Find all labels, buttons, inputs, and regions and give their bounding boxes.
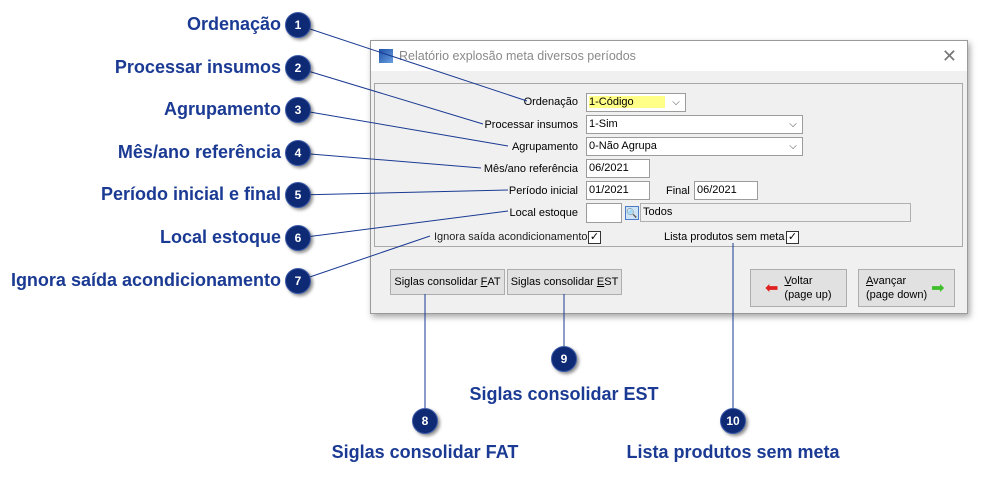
- callout-badge-9: 9: [551, 346, 577, 372]
- dialog-window: Relatório explosão meta diversos período…: [370, 40, 968, 314]
- final-label: Final: [666, 185, 690, 197]
- periodo-final-input[interactable]: 06/2021: [694, 181, 758, 200]
- chevron-down-icon[interactable]: ⌵: [784, 116, 802, 133]
- app-icon: [379, 49, 393, 63]
- avancar-button[interactable]: Avançar (page down) ➡: [858, 269, 955, 307]
- ordenacao-label: Ordenação: [523, 96, 578, 108]
- callout-badge-4: 4: [285, 140, 311, 166]
- local-estoque-input[interactable]: [586, 203, 622, 223]
- ignora-checkbox[interactable]: ✓: [588, 231, 601, 244]
- voltar-accel: V: [784, 275, 792, 287]
- callout-badge-5: 5: [285, 182, 311, 208]
- fat-label: Siglas consolidar: [394, 276, 481, 288]
- voltar-button[interactable]: ⬅ Voltar (page up): [750, 269, 847, 307]
- fat-label-end: AT: [487, 276, 501, 288]
- est-accel: E: [596, 276, 605, 288]
- voltar-sub: (page up): [784, 289, 832, 301]
- callout-badge-7: 7: [285, 268, 311, 294]
- callout-label-processar: Processar insumos: [114, 57, 281, 77]
- est-label-end: ST: [604, 276, 619, 288]
- callout-badge-1: 1: [285, 12, 311, 38]
- callout-label-local: Local estoque: [159, 227, 281, 247]
- agrupamento-label: Agrupamento: [511, 141, 578, 153]
- avancar-sub: (page down): [866, 289, 928, 301]
- title-bar: Relatório explosão meta diversos período…: [371, 41, 967, 71]
- callout-badge-10: 10: [720, 408, 746, 434]
- ordenacao-select[interactable]: 1-Código ⌵: [586, 93, 686, 112]
- callout-label-periodo: Período inicial e final: [100, 184, 281, 204]
- close-icon[interactable]: ✕: [941, 46, 957, 66]
- mesano-label: Mês/ano referência: [483, 163, 578, 175]
- arrow-right-icon: ➡: [931, 280, 945, 297]
- agrupamento-select[interactable]: 0-Não Agrupa ⌵: [586, 137, 803, 156]
- chevron-down-icon[interactable]: ⌵: [784, 138, 802, 155]
- voltar-label: oltar: [791, 275, 813, 287]
- search-icon[interactable]: 🔍: [625, 206, 639, 220]
- callout-label-est: Siglas consolidar EST: [469, 384, 659, 404]
- arrow-left-icon: ⬅: [765, 280, 779, 297]
- dialog-title: Relatório explosão meta diversos período…: [399, 49, 636, 63]
- callout-label-ordenacao: Ordenação: [186, 14, 281, 34]
- processar-select[interactable]: 1-Sim ⌵: [586, 115, 803, 134]
- mesano-input[interactable]: 06/2021: [586, 159, 650, 178]
- local-estoque-label: Local estoque: [509, 207, 579, 219]
- callout-badge-3: 3: [285, 97, 311, 123]
- callout-label-fat: Siglas consolidar FAT: [331, 442, 519, 462]
- callout-badge-8: 8: [412, 408, 438, 434]
- callout-badge-6: 6: [285, 225, 311, 251]
- est-label: Siglas consolidar: [510, 276, 597, 288]
- ignora-label: Ignora saída acondicionamento: [434, 231, 588, 243]
- avancar-label: vançar: [873, 275, 907, 287]
- callout-label-agrupamento: Agrupamento: [164, 99, 281, 119]
- processar-value: 1-Sim: [589, 118, 618, 130]
- lista-checkbox[interactable]: ✓: [786, 231, 799, 244]
- local-estoque-desc: Todos: [640, 203, 911, 222]
- processar-label: Processar insumos: [484, 119, 578, 131]
- avancar-accel: A: [866, 275, 874, 287]
- ordenacao-value: 1-Código: [589, 96, 665, 108]
- chevron-down-icon[interactable]: ⌵: [667, 94, 685, 111]
- callout-label-mesano: Mês/ano referência: [117, 142, 281, 162]
- callout-badge-2: 2: [285, 55, 311, 81]
- agrupamento-value: 0-Não Agrupa: [589, 140, 657, 152]
- fat-accel: F: [480, 276, 488, 288]
- callout-label-lista: Lista produtos sem meta: [626, 442, 840, 462]
- callout-label-ignora: Ignora saída acondicionamento: [10, 270, 281, 290]
- lista-label: Lista produtos sem meta: [664, 231, 785, 243]
- periodo-inicial-input[interactable]: 01/2021: [586, 181, 650, 200]
- periodo-inicial-label: Período inicial: [508, 185, 578, 197]
